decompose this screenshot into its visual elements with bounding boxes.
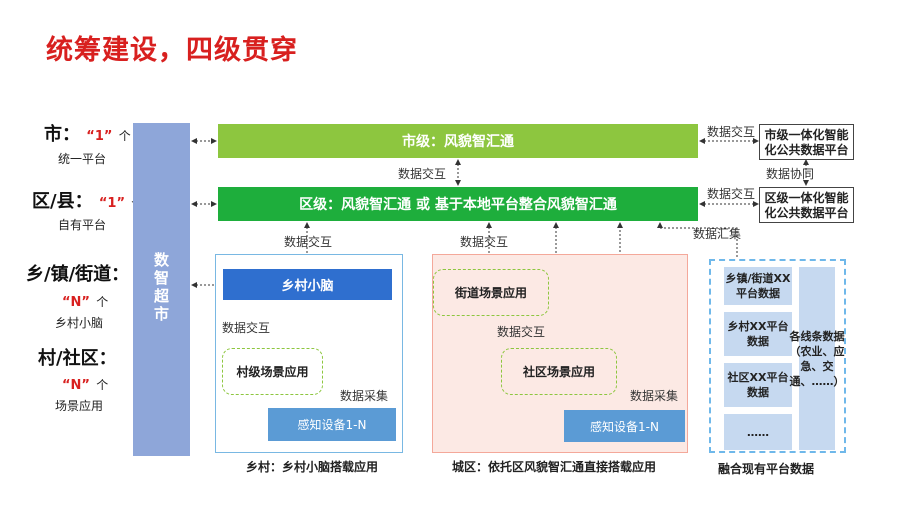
- page-title: 统筹建设，四级贯穿: [46, 35, 298, 66]
- level-village-desc: 场景应用: [55, 399, 104, 413]
- digital-super-market: 数 智 超 市: [133, 123, 190, 456]
- level-town: 乡/镇/街道：: [26, 264, 130, 285]
- district-platform-box: 区级一体化智能化公共数据平台: [759, 187, 854, 223]
- link-data-district: [657, 222, 738, 257]
- label-exchange-village: 数据交互: [284, 235, 333, 249]
- level-district: 区/县： “1” 个: [32, 191, 143, 212]
- level-city-desc: 统一平台: [58, 152, 107, 166]
- data-panel-caption: 融合现有平台数据: [718, 462, 815, 476]
- street-scene-box: 街道场景应用: [433, 269, 549, 316]
- label-coop: 数据协同: [766, 167, 815, 181]
- data-item-more: ……: [724, 414, 792, 450]
- label-gather-village: 数据采集: [340, 389, 389, 403]
- label-exchange-city: 数据交互: [707, 125, 756, 139]
- label-exchange-brain-scene: 数据交互: [222, 321, 271, 335]
- data-item-lines: 各线条数据（农业、应急、交通、……）: [790, 267, 845, 450]
- level-village-count: “N” 个: [62, 378, 109, 393]
- level-village: 村/社区：: [38, 348, 117, 369]
- city-platform-box: 市级一体化智能化公共数据平台: [759, 124, 854, 160]
- label-exchange-street: 数据交互: [460, 235, 509, 249]
- level-town-desc: 乡村小脑: [55, 316, 104, 330]
- level-city: 市： “1” 个: [44, 124, 131, 145]
- data-item-town: 乡镇/街道XX平台数据: [724, 267, 792, 305]
- label-exchange-district: 数据交互: [707, 187, 756, 201]
- data-item-community: 社区XX平台数据: [724, 363, 792, 407]
- street-device-box: 感知设备1-N: [564, 410, 685, 442]
- city-area-caption: 城区：依托区风貌智汇通直接搭载应用: [452, 460, 657, 474]
- community-scene-box: 社区场景应用: [501, 348, 617, 395]
- label-exchange-middle: 数据交互: [398, 167, 447, 181]
- level-town-count: “N” 个: [62, 295, 109, 310]
- label-collect: 数据汇集: [693, 227, 742, 241]
- data-item-village: 乡村XX平台数据: [724, 312, 792, 356]
- city-bar: 市级：风貌智汇通: [218, 124, 698, 158]
- village-scene-box: 村级场景应用: [222, 348, 323, 395]
- label-exchange-community: 数据交互: [497, 325, 546, 339]
- village-device-box: 感知设备1-N: [268, 408, 396, 441]
- village-caption: 乡村：乡村小脑搭载应用: [246, 460, 379, 474]
- district-bar: 区级：风貌智汇通 或 基于本地平台整合风貌智汇通: [218, 187, 698, 221]
- village-brain-box: 乡村小脑: [223, 269, 392, 300]
- label-gather-street: 数据采集: [630, 389, 679, 403]
- level-district-desc: 自有平台: [58, 218, 107, 232]
